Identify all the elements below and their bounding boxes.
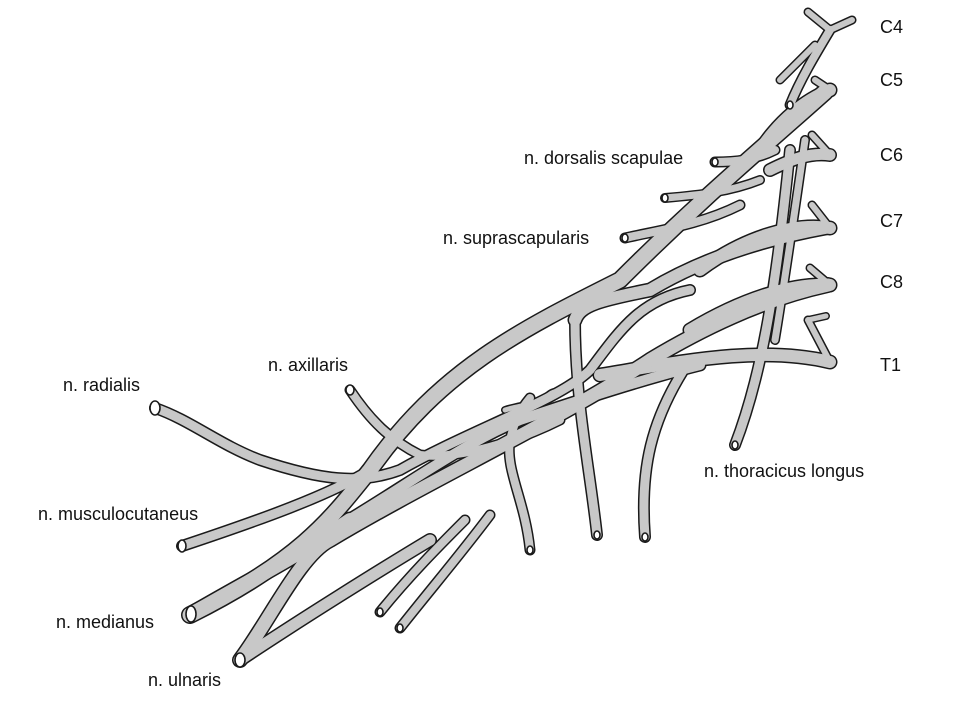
branch-530-end xyxy=(526,545,534,555)
branch-645 xyxy=(639,355,695,542)
suprascapularis xyxy=(621,201,744,242)
root-label-c6: C6 xyxy=(880,145,904,165)
nerve-paths xyxy=(149,7,857,668)
branch-597-end xyxy=(593,530,601,540)
root-t1-fork-a xyxy=(805,317,833,365)
root-c4-twig xyxy=(777,42,818,83)
branch-645-end xyxy=(641,532,649,542)
branch-665-end xyxy=(661,193,669,203)
middle-trunk xyxy=(569,222,831,326)
axillaris-end xyxy=(345,384,355,396)
musculocutaneus xyxy=(177,465,375,551)
branch-400-end xyxy=(396,623,404,633)
root-t1-fork-b xyxy=(805,313,829,323)
branch-400 xyxy=(396,511,494,632)
dorsalis-scapulae-end xyxy=(711,157,719,167)
thoracicus-longus-end xyxy=(731,440,739,450)
medianus xyxy=(183,513,357,622)
ulnaris xyxy=(234,534,436,666)
thoracicus-longus xyxy=(730,145,795,450)
thoracicus-longus-2 xyxy=(771,136,809,344)
label-dorsalis-scapulae: n. dorsalis scapulae xyxy=(524,148,684,168)
axillaris xyxy=(346,386,564,460)
ulnaris-end xyxy=(234,652,246,668)
root-label-c8: C8 xyxy=(880,272,904,292)
posterior-cord xyxy=(150,285,695,484)
label-medianus: n. medianus xyxy=(56,612,155,632)
label-axillaris: n. axillaris xyxy=(268,355,349,375)
root-c4-fork-b xyxy=(827,17,855,33)
suprascapularis-end xyxy=(621,233,629,243)
c4-end xyxy=(786,100,794,110)
dorsalis-scapulae xyxy=(711,146,779,166)
root-c6-fork xyxy=(809,132,833,158)
branch-380 xyxy=(376,516,469,616)
branch-665 xyxy=(661,176,764,202)
label-radialis: n. radialis xyxy=(63,375,141,395)
upper-trunk xyxy=(182,84,833,623)
musculocutaneus-end xyxy=(177,539,187,553)
root-label-c4: C4 xyxy=(880,17,904,37)
label-musculocutaneus: n. musculocutaneus xyxy=(38,504,199,524)
radialis-end xyxy=(149,400,161,416)
label-suprascapularis: n. suprascapularis xyxy=(443,228,590,248)
root-c4 xyxy=(786,26,834,109)
branch-597 xyxy=(570,315,602,540)
root-label-c7: C7 xyxy=(880,211,904,231)
branch-530 xyxy=(505,394,534,554)
root-label-c5: C5 xyxy=(880,70,904,90)
branch-small-a xyxy=(502,395,548,413)
branch-small-b xyxy=(543,389,562,400)
root-c4-fork-a xyxy=(805,9,833,33)
nerve-end-caps xyxy=(149,100,794,668)
label-thoracicus-longus: n. thoracicus longus xyxy=(704,461,865,481)
branch-380-end xyxy=(376,607,384,617)
medianus-end xyxy=(185,605,197,623)
root-label-t1: T1 xyxy=(880,355,902,375)
label-ulnaris: n. ulnaris xyxy=(148,670,222,690)
